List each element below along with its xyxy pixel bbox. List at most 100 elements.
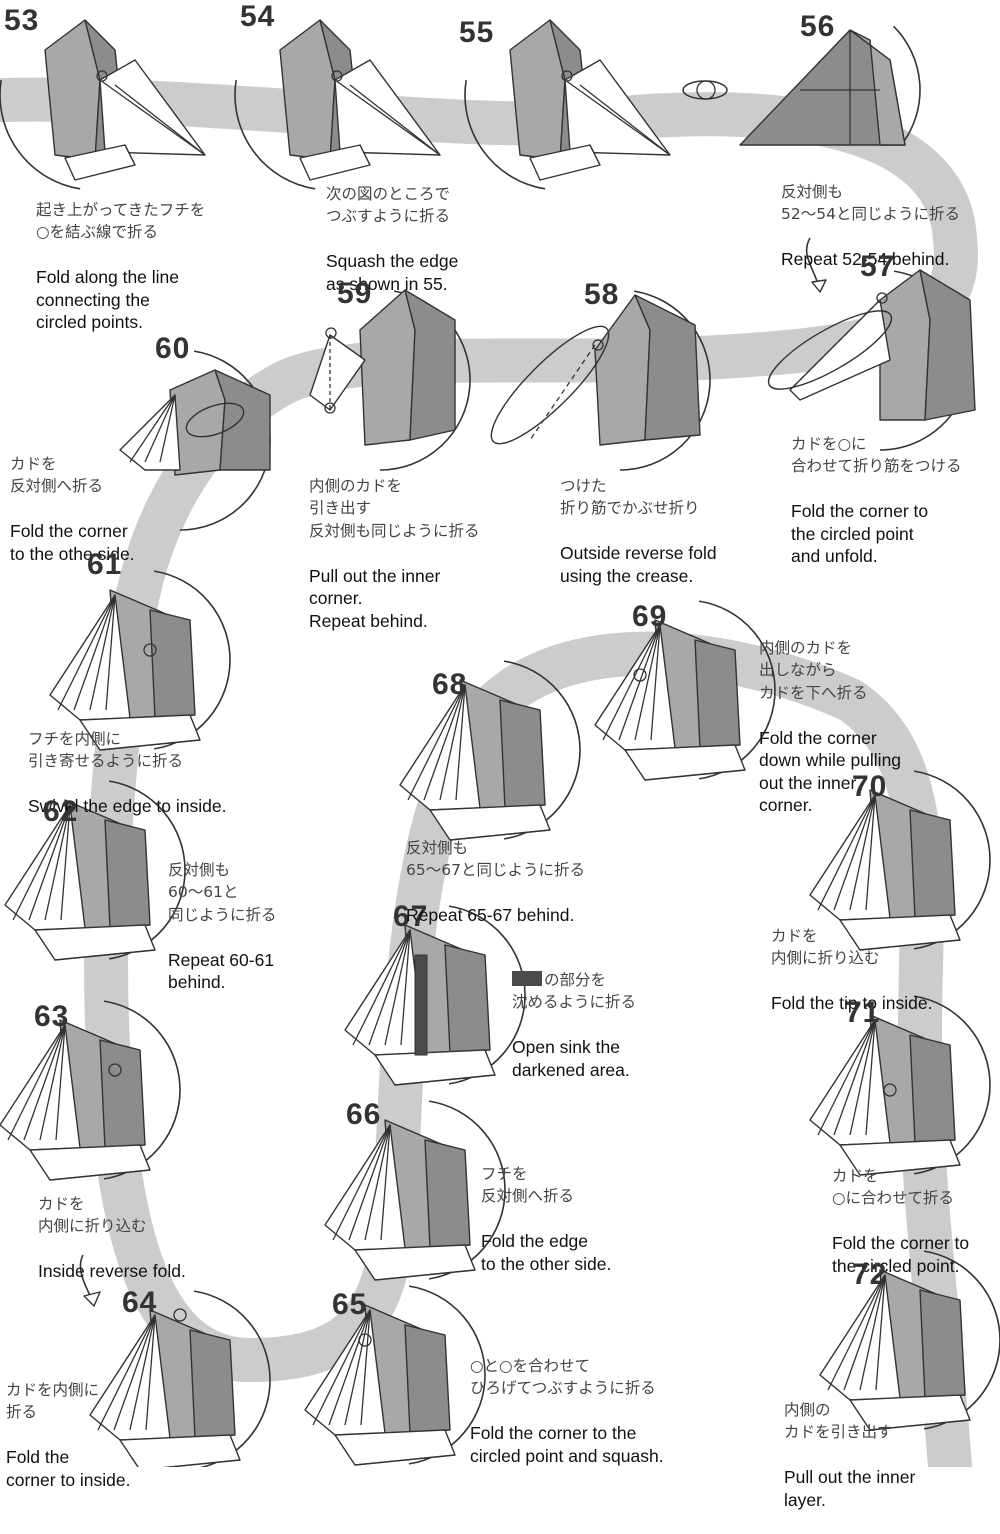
step-63-en: Inside reverse fold. (38, 1261, 186, 1281)
step-57-number: 57 (860, 250, 896, 283)
step-71-number: 71 (845, 996, 881, 1029)
step-70-number: 70 (852, 770, 888, 803)
figure-62 (4, 780, 186, 961)
step-62-number: 62 (43, 795, 79, 828)
step-72-en: Pull out the inner layer. (784, 1467, 916, 1510)
step-63-number: 63 (34, 1000, 70, 1033)
figure-61 (49, 570, 231, 751)
step-71-en: Fold the corner to the circled point. (832, 1233, 970, 1276)
figure-67 (344, 905, 526, 1086)
flow-arrows (79, 237, 827, 1307)
step-58-caption: つけた 折り筋でかぶせ折り Outside reverse fold using… (560, 452, 717, 610)
figure-66 (324, 1100, 506, 1281)
step-60-jp: カドを 反対側へ折る (10, 454, 104, 496)
step-69-jp: 内側のカドを 出しながら カドを下へ折る (759, 638, 868, 702)
step-54-jp: 次の図のところで つぶすように折る (326, 184, 451, 226)
step-54-caption: 次の図のところで つぶすように折る Squash the edge as sho… (326, 160, 458, 318)
step-72-jp: 内側の カドを引き出す (784, 1400, 893, 1442)
step-53-number: 53 (4, 4, 40, 37)
step-56-number: 56 (800, 10, 836, 43)
step-60-caption: カドを 反対側へ折る Fold the corner to the othe s… (10, 430, 135, 588)
step-68-number: 68 (432, 668, 468, 701)
step-72-caption: 内側の カドを引き出す Pull out the inner layer. (784, 1376, 915, 1534)
figure-71 (809, 995, 991, 1176)
step-53-en: Fold along the line connecting the circl… (36, 267, 180, 332)
step-66-caption: フチを 反対側へ折る Fold the edge to the other si… (481, 1140, 611, 1298)
figure-69 (594, 600, 776, 781)
step-70-en: Fold the tip to inside. (771, 993, 933, 1013)
step-64-en: Fold the corner to inside. (6, 1447, 131, 1490)
step-58-jp: つけた 折り筋でかぶせ折り (560, 476, 700, 518)
step-71-jp: カドを ○に合わせて折る (832, 1166, 955, 1208)
figure-57 (767, 269, 976, 451)
step-68-caption: 反対側も 65～67と同じように折る Repeat 65-67 behind. (406, 814, 585, 949)
step-65-caption: ○と○を合わせて ひろげてつぶすように折る Fold the corner to… (470, 1332, 664, 1490)
figure-68 (399, 660, 581, 841)
step-60-en: Fold the corner to the othe side. (10, 521, 135, 564)
step-68-jp: 反対側も 65～67と同じように折る (406, 838, 585, 880)
step-62-en: Repeat 60-61 behind. (168, 949, 275, 993)
step-66-jp: フチを 反対側へ折る (481, 1164, 575, 1206)
step-57-jp: カドを○に 合わせて折り筋をつける (791, 434, 962, 476)
figure-54 (234, 19, 441, 190)
step-62-jp: 反対側も 60～61と 同じように折る (168, 860, 277, 924)
step-59-number: 59 (337, 277, 373, 310)
figure-55 (464, 19, 671, 190)
figure-59 (309, 289, 471, 471)
step-66-number: 66 (346, 1098, 382, 1131)
step-65-en: Fold the corner to the circled point and… (470, 1423, 664, 1466)
step-54-en: Squash the edge as shown in 55. (326, 251, 459, 294)
figure-65 (304, 1285, 486, 1466)
figure-63 (0, 1000, 181, 1181)
step-63-jp: カドを 内側に折り込む (38, 1194, 147, 1236)
step-61-en: Swivel the edge to inside. (28, 796, 227, 816)
step-56-jp: 反対側も 52～54と同じように折る (781, 182, 960, 224)
step-67-number: 67 (393, 900, 429, 933)
step-61-number: 61 (87, 548, 123, 581)
figure-60 (119, 350, 271, 531)
step-69-number: 69 (632, 600, 668, 633)
step-64-caption: カドを内側に 折る Fold the corner to inside. (6, 1356, 131, 1514)
origami-diagram-canvas (0, 19, 1000, 1467)
step-59-en: Pull out the inner corner. Repeat behind… (309, 565, 441, 631)
step-54-number: 54 (240, 0, 276, 33)
step-70-jp: カドを 内側に折り込む (771, 926, 880, 968)
step-57-caption: カドを○に 合わせて折り筋をつける Fold the corner to the… (791, 410, 962, 590)
step-71-caption: カドを ○に合わせて折る Fold the corner to the circ… (832, 1142, 969, 1300)
step-67-caption: の部分を 沈めるように折る Open sink the darkened are… (512, 946, 636, 1104)
sink-legend-swatch (512, 970, 542, 986)
step-59-jp: 内側のカドを 引き出す 反対側も同じように折る (309, 476, 480, 540)
step-60-number: 60 (155, 332, 191, 365)
figure-64 (89, 1290, 271, 1467)
step-72-number: 72 (852, 1258, 888, 1291)
figure-53 (0, 19, 206, 190)
step-56-caption: 反対側も 52～54と同じように折る Repeat 52-54 behind. (781, 158, 960, 293)
step-58-en: Outside reverse fold using the crease. (560, 543, 717, 586)
step-64-jp: カドを内側に 折る (6, 1380, 100, 1422)
step-61-jp: フチを内側に 引き寄せるように折る (28, 729, 184, 771)
step-68-en: Repeat 65-67 behind. (406, 905, 575, 925)
step-61-caption: フチを内側に 引き寄せるように折る Swivel the edge to ins… (28, 705, 226, 840)
step-56-en: Repeat 52-54 behind. (781, 249, 950, 269)
step-69-en: Fold the corner down while pulling out t… (759, 727, 902, 816)
step-55-number: 55 (459, 16, 495, 49)
step-70-caption: カドを 内側に折り込む Fold the tip to inside. (771, 902, 932, 1037)
step-59-caption: 内側のカドを 引き出す 反対側も同じように折る Pull out the inn… (309, 452, 480, 655)
step-66-en: Fold the edge to the other side. (481, 1231, 612, 1274)
step-65-jp: ○と○を合わせて ひろげてつぶすように折る (470, 1356, 656, 1398)
figure-72 (819, 1250, 1000, 1431)
figure-56 (682, 25, 921, 146)
step-67-jp: の部分を 沈めるように折る (512, 970, 637, 1012)
step-69-caption: 内側のカドを 出しながら カドを下へ折る Fold the corner dow… (759, 614, 901, 839)
step-53-jp: 起き上がってきたフチを ○を結ぶ線で折る (36, 200, 206, 242)
step-58-number: 58 (584, 278, 620, 311)
step-57-en: Fold the corner to the circled point and… (791, 501, 929, 566)
step-64-number: 64 (122, 1286, 158, 1319)
figure-70 (809, 770, 991, 951)
step-62-caption: 反対側も 60～61と 同じように折る Repeat 60-61 behind. (168, 836, 277, 1016)
step-63-caption: カドを 内側に折り込む Inside reverse fold. (38, 1170, 186, 1305)
step-67-en: Open sink the darkened area. (512, 1037, 630, 1080)
step-53-caption: 起き上がってきたフチを ○を結ぶ線で折る Fold along the line… (36, 176, 205, 356)
step-65-number: 65 (332, 1288, 368, 1321)
figure-58 (490, 290, 711, 471)
